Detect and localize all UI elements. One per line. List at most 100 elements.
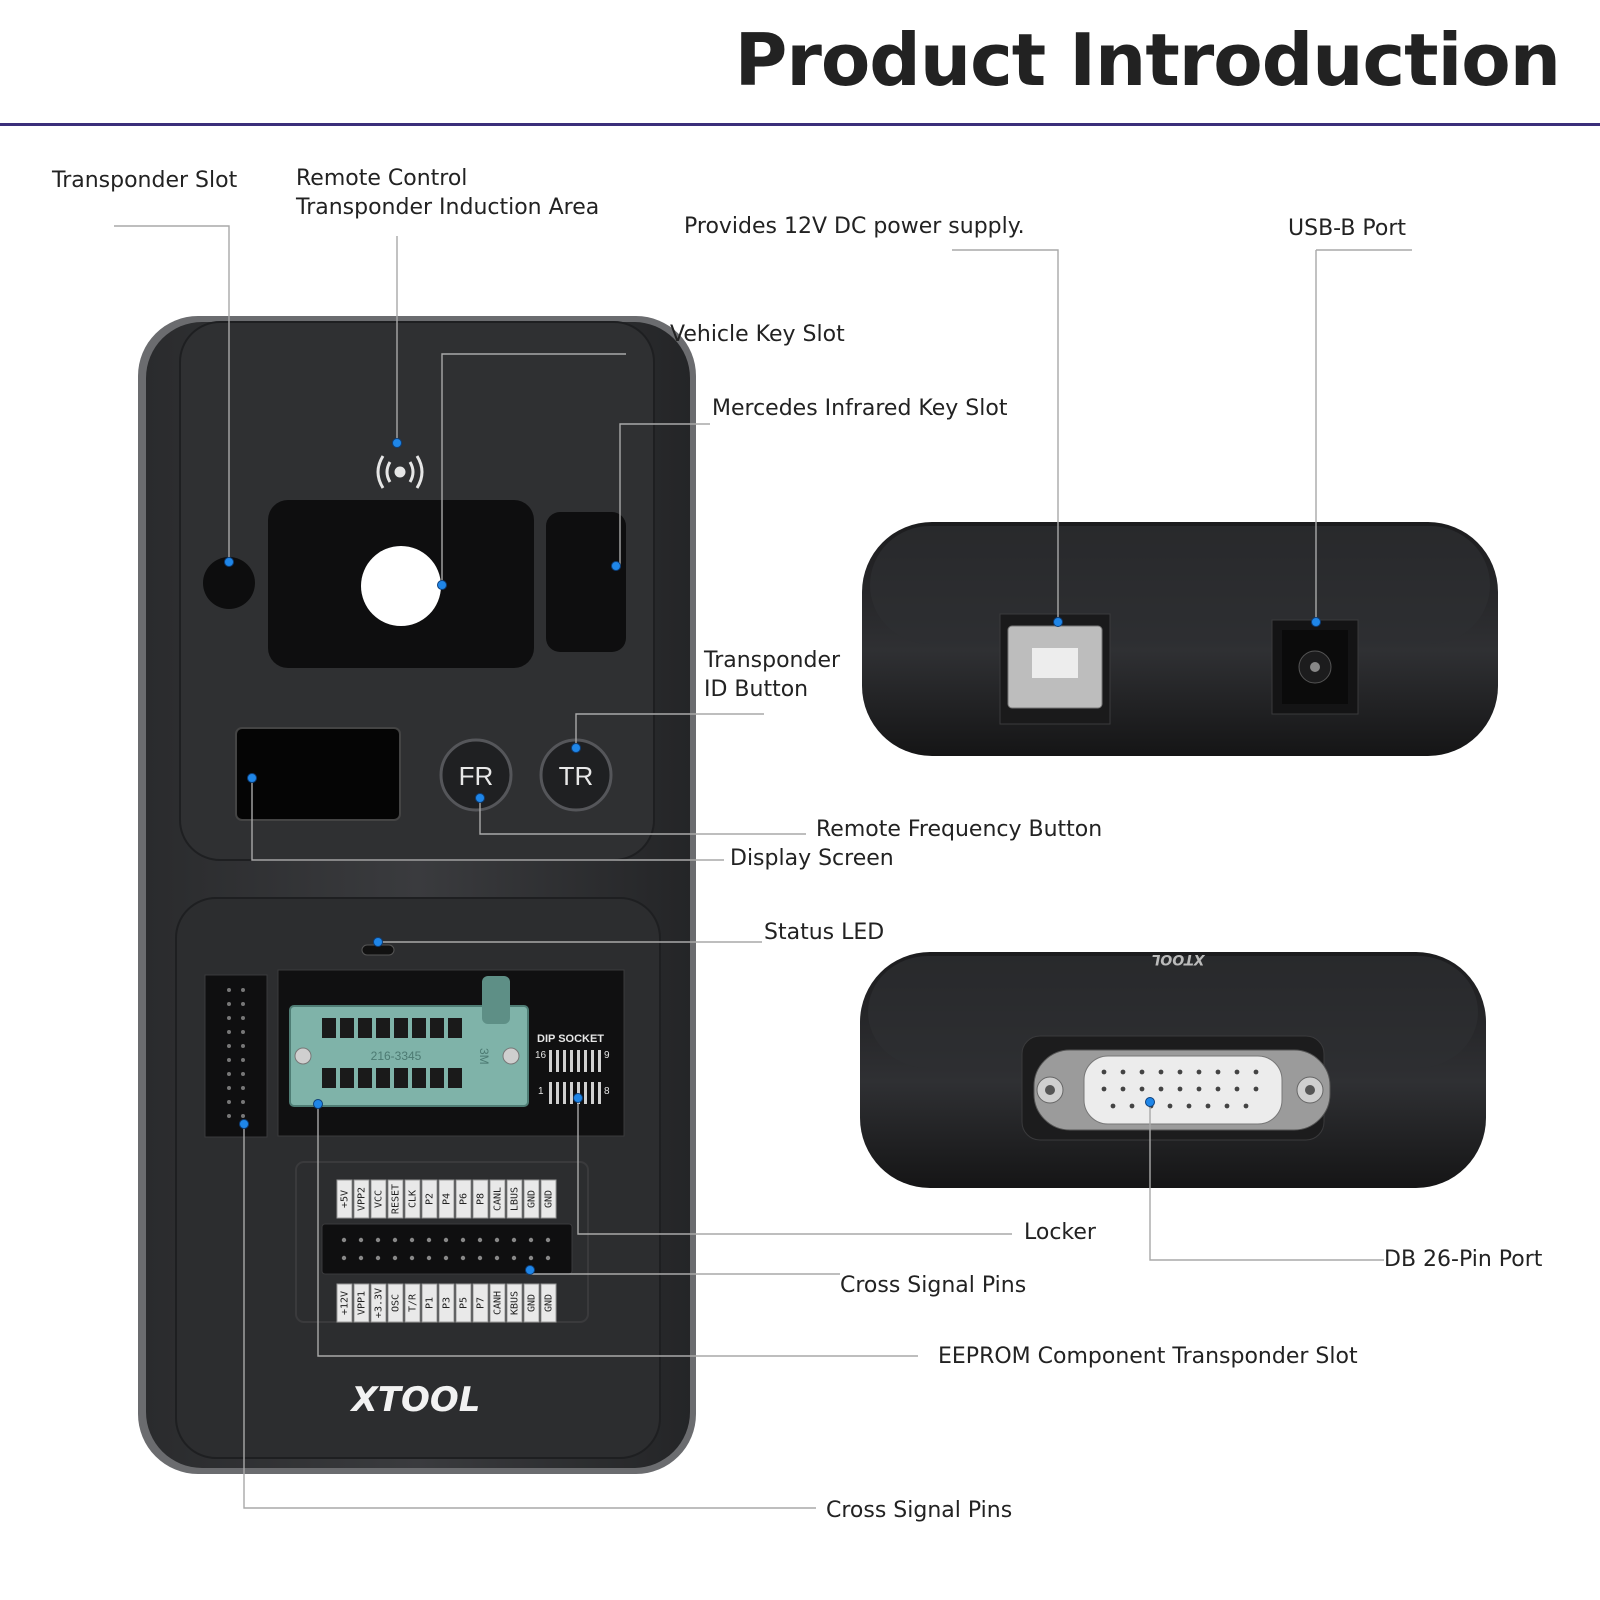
- db26-pin: [1186, 1103, 1192, 1109]
- header-pin: [545, 1237, 551, 1243]
- db26-pin: [1158, 1069, 1164, 1075]
- pin-label: GND: [527, 1294, 538, 1312]
- dip-socket-marking: DIP SOCKET 16 9 1 8: [535, 1033, 610, 1104]
- header-pin: [375, 1255, 381, 1261]
- pin-tile: [404, 1179, 421, 1219]
- pin-label: CLK: [408, 1190, 419, 1208]
- svg-text:TR: TR: [559, 761, 594, 791]
- header-pin: [511, 1237, 517, 1243]
- pin-label: +3.3V: [374, 1288, 385, 1318]
- pin-tile: [455, 1179, 472, 1219]
- pin-label: CANH: [493, 1291, 504, 1315]
- pin-label: VPP1: [357, 1291, 368, 1315]
- pin-tile: [472, 1179, 489, 1219]
- mercedes-ir-slot: [546, 512, 626, 652]
- rear-view-device: [862, 522, 1498, 756]
- db26-pin: [1234, 1086, 1240, 1092]
- svg-text:216-3345: 216-3345: [371, 1049, 422, 1063]
- label-transponder-id-line1: Transponder: [704, 648, 841, 673]
- svg-text:FR: FR: [459, 761, 494, 791]
- header-pin: [494, 1237, 500, 1243]
- marker-cross-pins-center: [525, 1265, 535, 1275]
- pin-tile: [523, 1283, 540, 1323]
- svg-text:XTOOL: XTOOL: [1151, 951, 1205, 967]
- db26-pin: [1167, 1103, 1173, 1109]
- label-transponder-slot: Transponder Slot: [52, 168, 238, 193]
- header-pin: [409, 1255, 415, 1261]
- fr-button[interactable]: FR: [439, 738, 513, 812]
- db26-pin: [1253, 1086, 1259, 1092]
- label-vehicle-key: Vehicle Key Slot: [670, 322, 845, 347]
- header-pin: [341, 1237, 347, 1243]
- header-pin: [341, 1255, 347, 1261]
- marker-usb-b: [1053, 617, 1063, 627]
- pin-label: +5V: [340, 1190, 351, 1208]
- pin-label: VCC: [374, 1190, 385, 1208]
- pin-label: P2: [425, 1193, 436, 1205]
- db26-pin: [1196, 1069, 1202, 1075]
- pin-tile: [506, 1283, 523, 1323]
- pin-tile: [438, 1283, 455, 1323]
- marker-transponder-slot: [224, 557, 234, 567]
- db26-pin: [1120, 1086, 1126, 1092]
- pin-tile: [489, 1283, 506, 1323]
- header-pin: [528, 1237, 534, 1243]
- svg-text:8: 8: [604, 1086, 610, 1097]
- db26-pin: [1215, 1069, 1221, 1075]
- pin-tile: [489, 1179, 506, 1219]
- marker-status-led: [373, 937, 383, 947]
- leader-lines: [114, 225, 1412, 1509]
- db26-pin: [1101, 1069, 1107, 1075]
- db26-pin-port: [1083, 1055, 1283, 1125]
- pin-tile: [353, 1179, 370, 1219]
- marker-db26: [1145, 1097, 1155, 1107]
- db26-pin: [1243, 1103, 1249, 1109]
- header-pin: [528, 1255, 534, 1261]
- label-transponder-id-line2: ID Button: [704, 677, 809, 702]
- vehicle-key-hole: [361, 546, 441, 626]
- pin-label: KBUS: [510, 1291, 521, 1315]
- label-eeprom: EEPROM Component Transponder Slot: [938, 1344, 1358, 1369]
- db26-pin: [1101, 1086, 1107, 1092]
- pin-label: RESET: [391, 1184, 402, 1214]
- xtool-logo: XTOOL: [350, 1380, 481, 1420]
- label-dc-power: Provides 12V DC power supply.: [684, 214, 1025, 239]
- pin-label: P6: [459, 1193, 470, 1205]
- header-pin: [443, 1237, 449, 1243]
- marker-tr-button: [571, 743, 581, 753]
- pin-label: P4: [442, 1193, 453, 1205]
- label-display-screen: Display Screen: [730, 846, 894, 871]
- db26-pin: [1205, 1103, 1211, 1109]
- db26-pin: [1120, 1069, 1126, 1075]
- marker-display: [247, 773, 257, 783]
- label-remote-area-line1: Remote Control: [296, 166, 468, 191]
- label-cross-pins-center: Cross Signal Pins: [840, 1273, 1027, 1298]
- pin-tile: [455, 1283, 472, 1323]
- header-pin: [460, 1237, 466, 1243]
- pin-label: P5: [459, 1297, 470, 1309]
- label-remote-area-line2: Transponder Induction Area: [296, 195, 600, 220]
- db26-pin: [1129, 1103, 1135, 1109]
- pin-label: LBUS: [510, 1187, 521, 1211]
- db26-pin: [1177, 1086, 1183, 1092]
- header-pin: [494, 1255, 500, 1261]
- transponder-slot-hole: [203, 557, 255, 609]
- svg-text:DIP SOCKET: DIP SOCKET: [537, 1033, 604, 1045]
- header-pin: [358, 1255, 364, 1261]
- pin-tile: [506, 1179, 523, 1219]
- marker-vehicle-key: [437, 580, 447, 590]
- pin-tile: [438, 1179, 455, 1219]
- label-usb-b: USB-B Port: [1288, 216, 1407, 241]
- label-status-led: Status LED: [764, 920, 885, 945]
- pin-label: P1: [425, 1297, 436, 1309]
- label-remote-frequency: Remote Frequency Button: [816, 817, 1103, 842]
- header-pin: [426, 1237, 432, 1243]
- pin-tile: [370, 1283, 387, 1323]
- pin-tile: [421, 1179, 438, 1219]
- svg-text:1: 1: [538, 1086, 544, 1097]
- svg-text:16: 16: [535, 1050, 547, 1061]
- pin-label: VPP2: [357, 1187, 368, 1211]
- label-db26: DB 26-Pin Port: [1384, 1247, 1543, 1272]
- pin-tile: [404, 1283, 421, 1323]
- pin-label: OSC: [391, 1294, 402, 1312]
